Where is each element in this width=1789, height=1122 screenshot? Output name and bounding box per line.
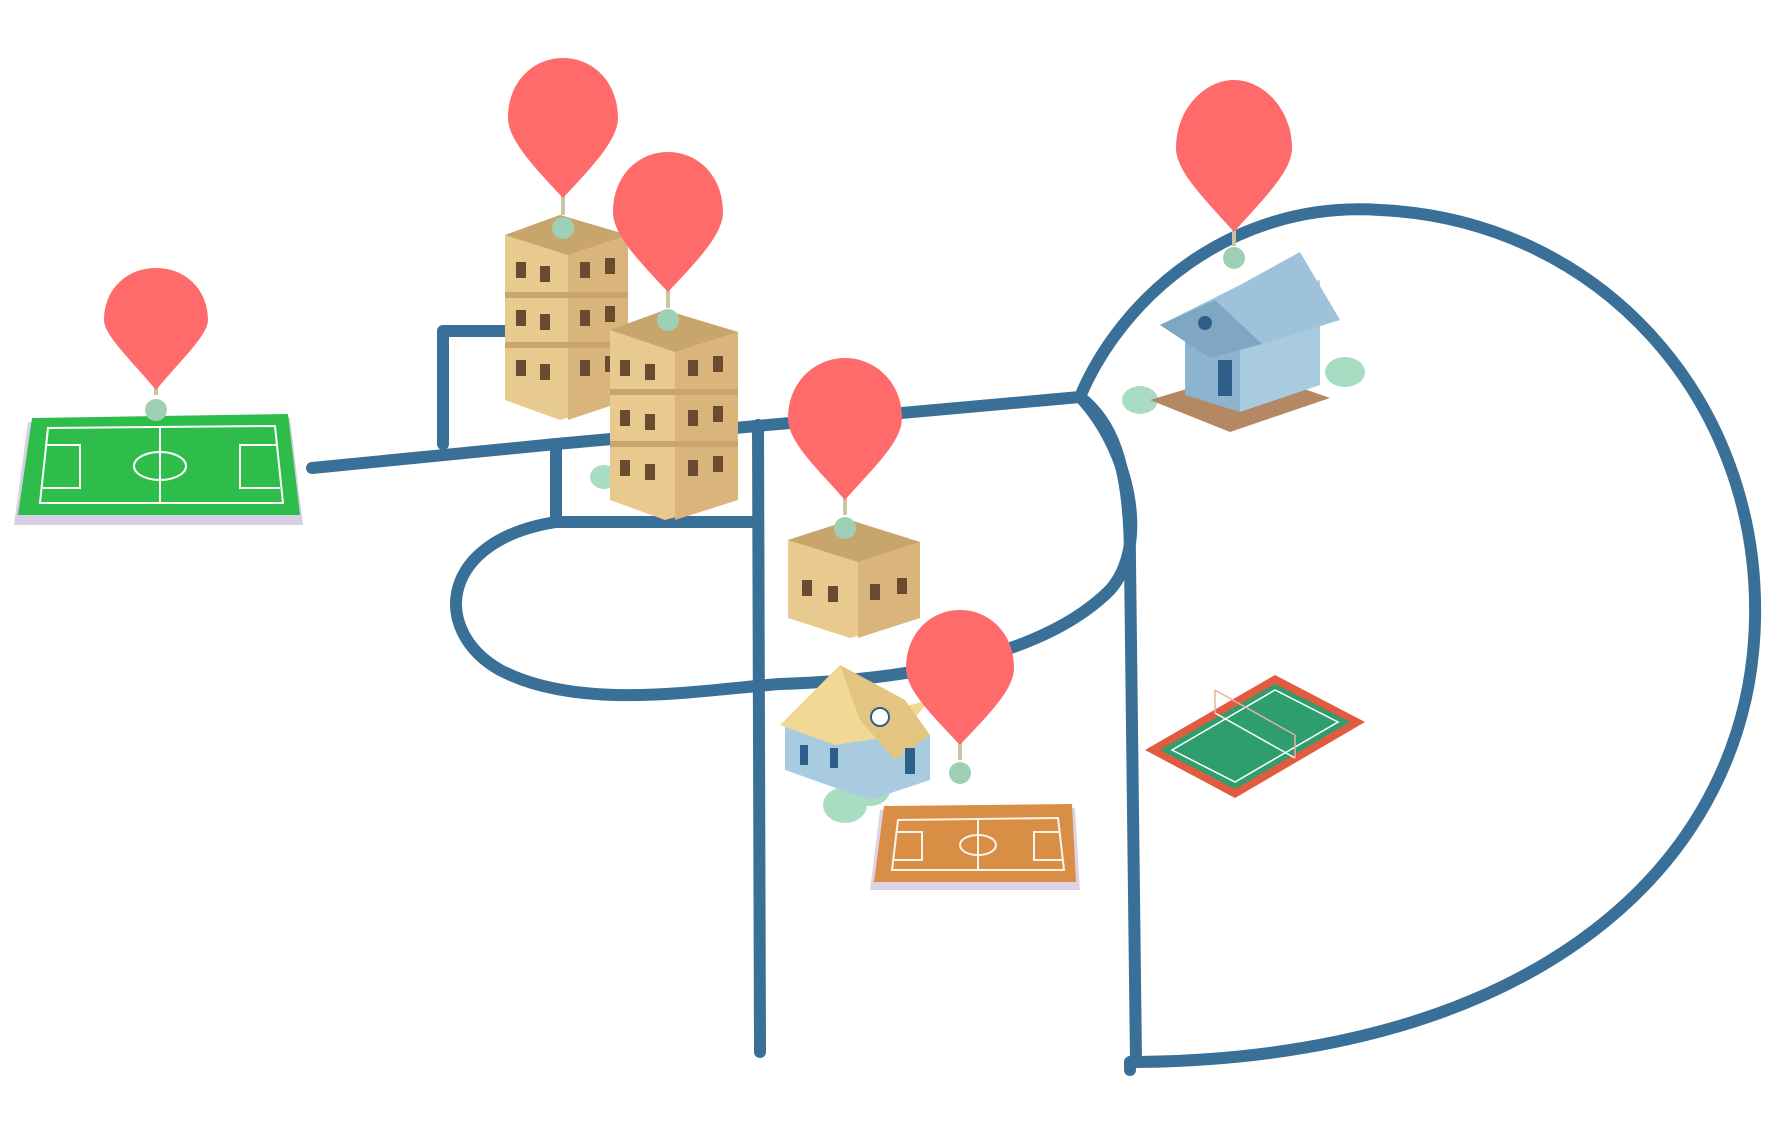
soccer-field-green-lines [38,424,285,504]
map-pin-icon[interactable] [788,358,902,539]
orange-field-lines [890,816,1066,871]
orange-field[interactable] [870,804,1080,890]
tennis-court-surface [1160,684,1350,789]
apartment-building-left[interactable] [505,215,628,420]
map-pin-icon[interactable] [104,268,208,421]
road-right-inner [1074,391,1142,1068]
map-pin-icon[interactable] [906,610,1014,784]
tennis-court[interactable] [1145,675,1365,798]
yellow-roof-house[interactable] [780,665,930,823]
tennis-court-lines [1170,689,1340,783]
map-pins [104,58,1292,784]
blue-house-round-window [1198,316,1212,330]
road-vertical-center [752,419,766,1058]
apartment-building-right[interactable] [590,310,738,520]
map-pin-icon[interactable] [1176,80,1292,269]
road-spur-building [437,325,511,450]
small-building[interactable] [788,520,920,638]
tennis-court-net [1214,689,1296,758]
map-pin-icon[interactable] [508,58,618,239]
blue-house-door [1218,360,1232,396]
orange-field-surface [874,804,1076,882]
yellow-roof-house-round-window [870,707,890,727]
blue-house[interactable] [1122,252,1365,432]
soccer-field-green[interactable] [14,414,303,525]
map-pin-icon[interactable] [613,152,723,331]
